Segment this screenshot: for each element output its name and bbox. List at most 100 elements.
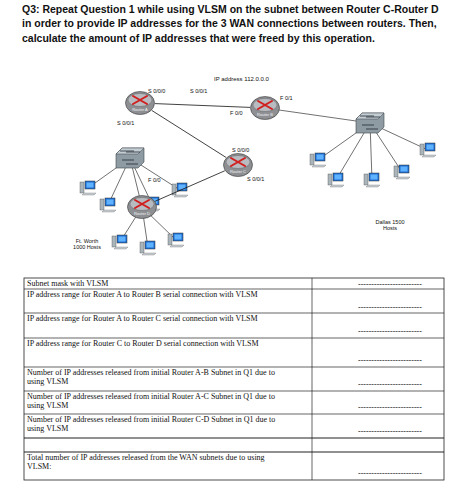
lan-wire [265, 108, 370, 123]
pc-keyboard [174, 195, 188, 197]
pc-keyboard [396, 177, 410, 179]
table-column-rule [312, 414, 313, 438]
router-body [224, 154, 253, 177]
pc-tower [100, 199, 104, 210]
router-node: Router D [127, 195, 157, 219]
interface-label: S 0/0/1 [117, 120, 134, 126]
pc-screen [107, 200, 114, 205]
table-cell: Number of IP addresses released from ini… [27, 368, 277, 386]
table-rule [24, 338, 444, 339]
table-column-rule [312, 313, 313, 338]
pc-screen [147, 243, 154, 248]
router-top [128, 94, 152, 107]
pc-screen [335, 175, 342, 180]
router-arrows [258, 101, 272, 109]
pc-keyboard [170, 245, 184, 247]
pc-keyboard [82, 193, 96, 195]
table-cell: IP address range for Router A to Router … [27, 314, 277, 323]
pc-tower [310, 154, 314, 165]
pc-monitor [399, 165, 409, 173]
pc-tower [328, 174, 332, 185]
table-column-rule [312, 438, 313, 452]
pc-monitor [333, 173, 343, 181]
table-rule [24, 451, 444, 452]
answer-blank: ------------------------ [358, 356, 422, 365]
table-rule [24, 313, 444, 314]
question-title: Q3: Repeat Question 1 while using VLSM o… [22, 2, 450, 45]
router-body [128, 196, 157, 219]
table-cell: Number of IP addresses released from ini… [27, 392, 277, 410]
switch-arrows [120, 151, 140, 164]
interface-label: S 0/0/1 [247, 176, 264, 182]
pc-tower [80, 182, 84, 193]
host-pc [310, 153, 326, 167]
answer-blank: ------------------------ [358, 403, 422, 412]
answer-blank: ------------------------ [358, 303, 422, 312]
router-label: Router A [132, 108, 148, 112]
host-pc [80, 181, 96, 195]
network-address: IP address 112.0.0.0 [214, 76, 269, 83]
serial-link [152, 110, 226, 157]
host-pc [420, 143, 436, 157]
router-body [126, 92, 155, 115]
router-label: Router B [257, 113, 273, 117]
pc-monitor [105, 198, 115, 206]
site-label: Ft. Worth 1000 Hosts [70, 238, 104, 251]
table-column-rule [312, 391, 313, 414]
interface-label: F 0/1 [280, 95, 293, 101]
pc-screen [401, 167, 408, 172]
pc-keyboard [422, 155, 436, 157]
pc-monitor [173, 233, 183, 241]
table-cell: Subnet mask with VLSM [27, 279, 277, 288]
pc-keyboard [114, 247, 128, 249]
switch-body [116, 148, 144, 168]
answer-blank: ------------------------ [358, 327, 422, 336]
pc-screen [317, 155, 324, 160]
pc-screen [427, 145, 434, 150]
lan-wires [88, 108, 428, 248]
host-pc [140, 241, 156, 255]
pc-screen [119, 237, 126, 242]
pc-monitor [425, 143, 435, 151]
interface-label: S 0/0/1 [190, 88, 207, 94]
answer-blank: ------------------------ [358, 380, 422, 389]
router-label: Router D [134, 212, 150, 216]
answer-blank: ------------------------ [358, 280, 422, 289]
pc-monitor [85, 181, 95, 189]
router-label: Router C [230, 170, 246, 174]
host-pc [112, 235, 128, 249]
table-column-rule [312, 289, 313, 313]
pc-monitor [369, 173, 379, 181]
router-top [226, 156, 250, 169]
host-pc [168, 233, 184, 247]
switch-icon [116, 148, 144, 168]
table-cell: Number of IP addresses released from ini… [27, 415, 277, 433]
table-rule [24, 437, 444, 438]
router-arrows [231, 158, 245, 166]
pc-screen [175, 235, 182, 240]
pc-keyboard [142, 253, 156, 255]
table-cell: IP address range for Router C to Router … [27, 339, 277, 348]
table-column-rule [312, 452, 313, 480]
switch-icon [356, 113, 384, 133]
table-rule [24, 367, 444, 368]
site-label: Dallas 1500 Hosts [373, 219, 407, 232]
pc-tower [420, 144, 424, 155]
pc-keyboard [366, 185, 380, 187]
interface-label: S 0/0/0 [148, 88, 165, 94]
host-pc [328, 173, 344, 187]
table-column-rule [312, 338, 313, 367]
pc-tower [140, 242, 144, 253]
serial-link [155, 104, 250, 108]
pc-tower [364, 174, 368, 185]
interface-label: F 0/0 [148, 177, 161, 183]
answer-blank: ------------------------ [358, 427, 422, 436]
router-top [253, 99, 277, 112]
table-border [24, 278, 444, 480]
answer-table [24, 278, 444, 480]
table-column-rule [312, 278, 313, 289]
pc-tower [394, 166, 398, 177]
router-node: Router B [250, 96, 280, 120]
host-pc [100, 198, 116, 212]
